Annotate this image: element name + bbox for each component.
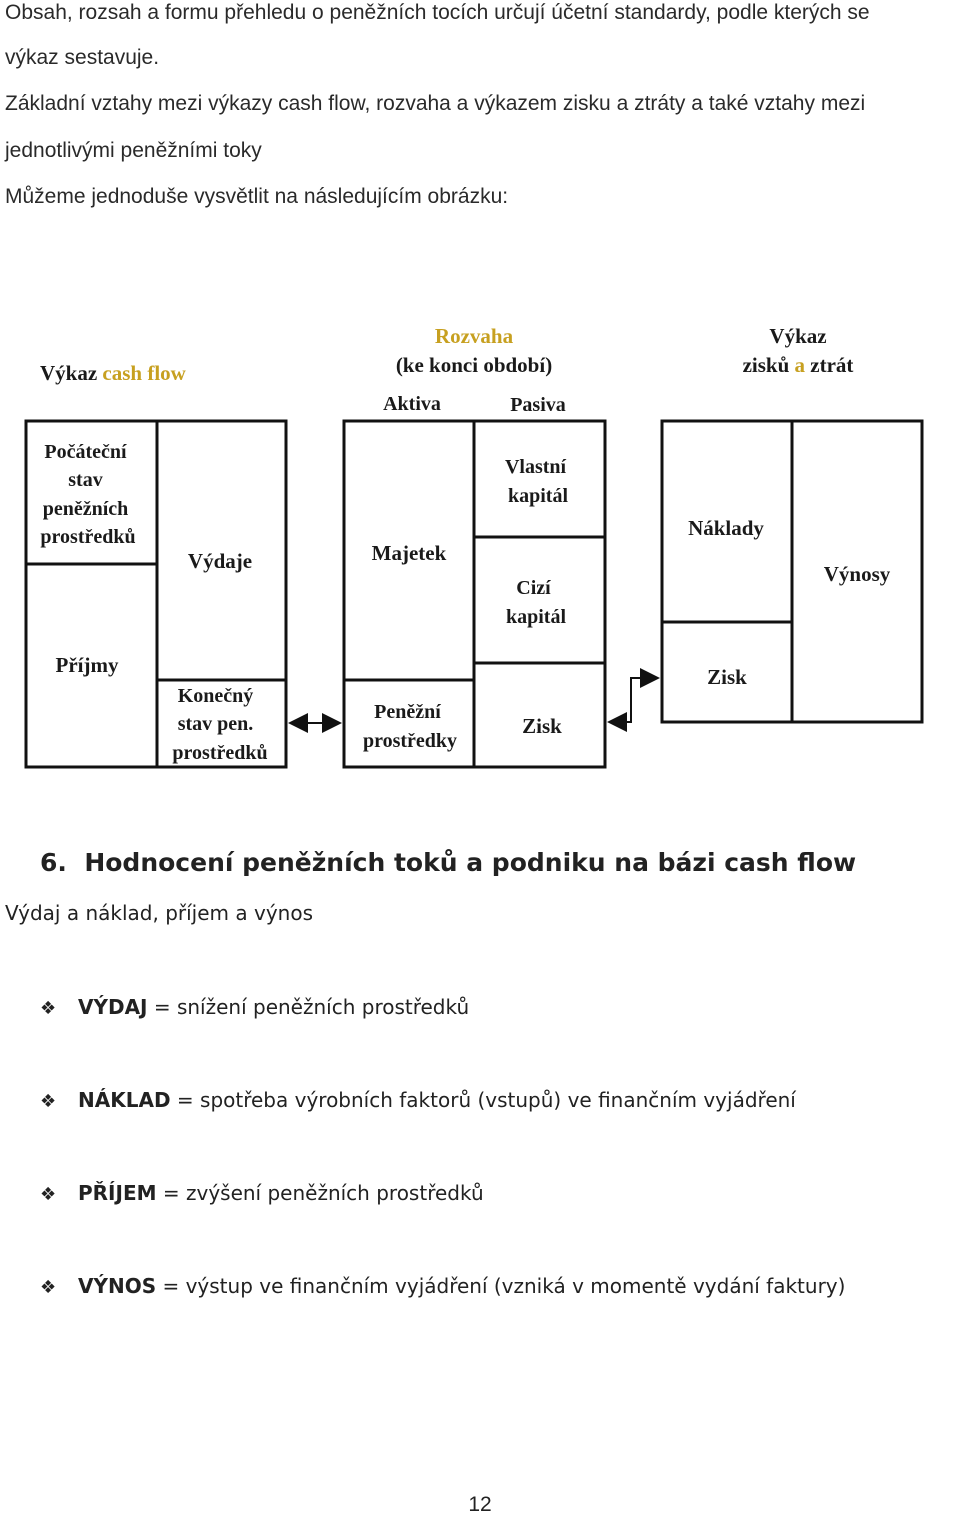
balance-title: Rozvaha [435, 324, 514, 348]
balance-subtitle: (ke konci období) [396, 353, 552, 377]
bs-cash: Peněžní prostředky [363, 701, 457, 752]
definition-item: ❖NÁKLAD = spotřeba výrobních faktorů (vs… [40, 1086, 796, 1116]
bs-property: Majetek [372, 541, 447, 565]
cashflow-title: Výkaz cash flow [40, 361, 187, 385]
intro-line-4: jednotlivými peněžními toky [5, 139, 262, 162]
pl-title-line1: Výkaz [769, 324, 826, 348]
pl-block [660, 419, 924, 724]
diamond-bullet-icon: ❖ [40, 1184, 57, 1205]
intro-line-2: výkaz sestavuje. [5, 46, 160, 69]
section-subtitle: Výdaj a náklad, příjem a výnos [5, 901, 313, 925]
pl-title-line2: zisků a ztrát [743, 353, 854, 377]
diamond-bullet-icon: ❖ [40, 1277, 57, 1298]
pl-profit: Zisk [707, 665, 747, 689]
aktiva-label: Aktiva [383, 393, 441, 415]
pl-costs: Náklady [688, 516, 764, 540]
section-heading: 6. Hodnocení peněžních toků a podniku na… [40, 848, 857, 877]
pasiva-label: Pasiva [510, 394, 566, 416]
diamond-bullet-icon: ❖ [40, 1091, 57, 1112]
bs-equity: Vlastní kapitál [505, 456, 571, 507]
cf-expenses: Výdaje [188, 549, 252, 573]
bs-profit: Zisk [522, 714, 562, 738]
definition-item: ❖VÝDAJ = snížení peněžních prostředků [40, 993, 469, 1023]
intro-line-3: Základní vztahy mezi výkazy cash flow, r… [5, 92, 866, 115]
cash-flow-relationship-diagram: Výkaz cash flow Rozvaha (ke konci období… [24, 324, 924, 769]
page-number: 12 [468, 1493, 492, 1516]
balance-sheet-block [342, 419, 607, 769]
intro-line-1: Obsah, rozsah a formu přehledu o peněžní… [5, 1, 870, 24]
cf-closing-balance: Konečný stav pen. prostředků [172, 685, 267, 764]
cf-opening-balance: Počáteční stav peněžních prostředků [40, 441, 135, 548]
definition-item: ❖VÝNOS = výstup ve finančním vyjádření (… [40, 1272, 845, 1302]
diamond-bullet-icon: ❖ [40, 998, 57, 1019]
pl-revenue: Výnosy [824, 562, 891, 586]
definition-item: ❖PŘÍJEM = zvýšení peněžních prostředků [40, 1179, 484, 1209]
cashflow-block [24, 419, 288, 769]
intro-line-5: Můžeme jednoduše vysvětlit na následujíc… [5, 185, 509, 208]
arrow-profit-link [607, 668, 660, 732]
cf-income: Příjmy [56, 653, 119, 677]
bs-debt: Cizí kapitál [506, 577, 566, 628]
